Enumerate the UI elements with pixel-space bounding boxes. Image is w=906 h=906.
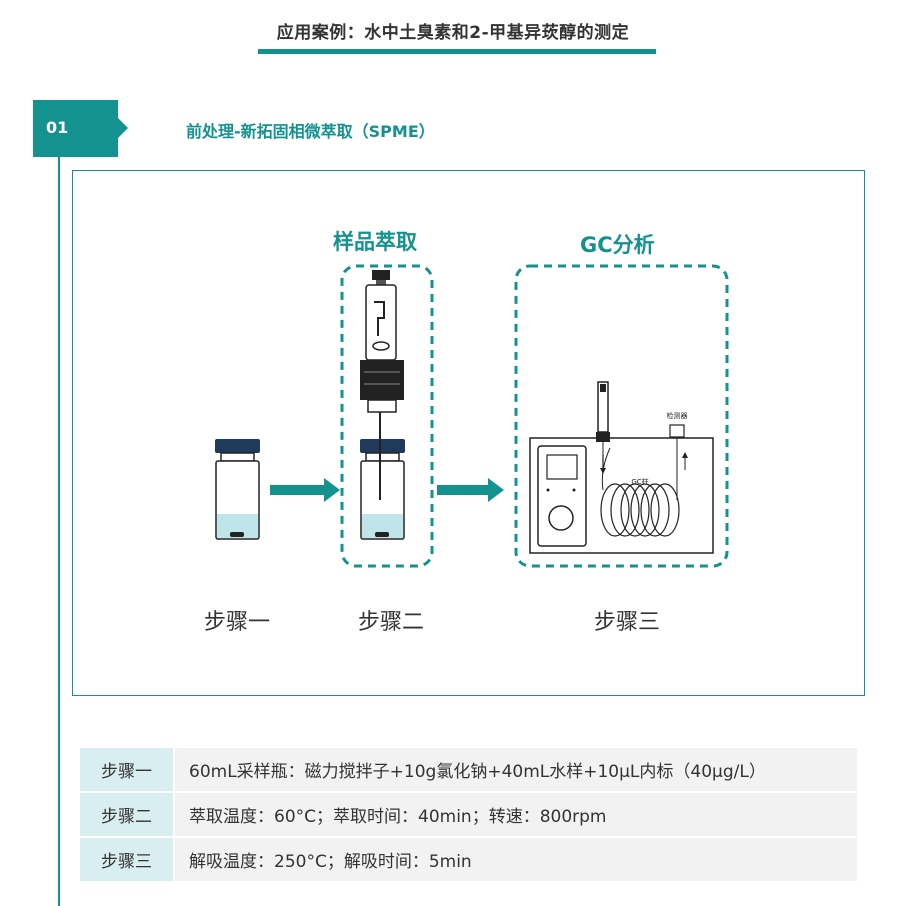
step3-label: 步骤三 [594,610,661,635]
table-row: 步骤二 萃取温度：60°C；萃取时间：40min；转速：800rpm [80,793,857,836]
arrow-icon-2 [437,478,504,502]
gc-dashed-box [514,264,729,568]
row-value: 解吸温度：250°C；解吸时间：5min [175,838,857,881]
conditions-table: 步骤一 60mL采样瓶：磁力搅拌子+10g氯化钠+40mL水样+10μL内标（4… [80,748,857,883]
section-title: 前处理-新拓固相微萃取（SPME） [186,122,435,141]
step2-label: 步骤二 [358,610,425,635]
step1-label: 步骤一 [204,610,271,635]
row-value: 萃取温度：60°C；萃取时间：40min；转速：800rpm [175,793,857,836]
vial-icon-step1 [215,439,260,540]
page-title: 应用案例：水中土臭素和2-甲基异莰醇的测定 [276,23,630,43]
gc-analysis-label: GC分析 [580,233,655,257]
detector-label: 检测器 [667,411,688,420]
section-number: 01 [46,118,69,137]
title-underline [258,49,656,54]
diagram-frame [72,170,865,696]
spme-holder-icon [360,270,404,440]
gc-column-label: GC柱 [631,477,648,486]
arrow-icon-1 [270,478,340,502]
row-key: 步骤二 [80,793,173,836]
timeline-line [58,157,60,906]
extraction-label: 样品萃取 [333,230,417,254]
section-arrow-tip [118,118,128,138]
row-value: 60mL采样瓶：磁力搅拌子+10g氯化钠+40mL水样+10μL内标（40μg/… [175,748,857,791]
table-row: 步骤一 60mL采样瓶：磁力搅拌子+10g氯化钠+40mL水样+10μL内标（4… [80,748,857,791]
vial-icon-step2 [360,439,405,540]
section-number-box [33,100,118,157]
gc-instrument-icon [529,381,714,554]
table-row: 步骤三 解吸温度：250°C；解吸时间：5min [80,838,857,881]
row-key: 步骤一 [80,748,173,791]
row-key: 步骤三 [80,838,173,881]
extraction-dashed-box [340,264,434,568]
